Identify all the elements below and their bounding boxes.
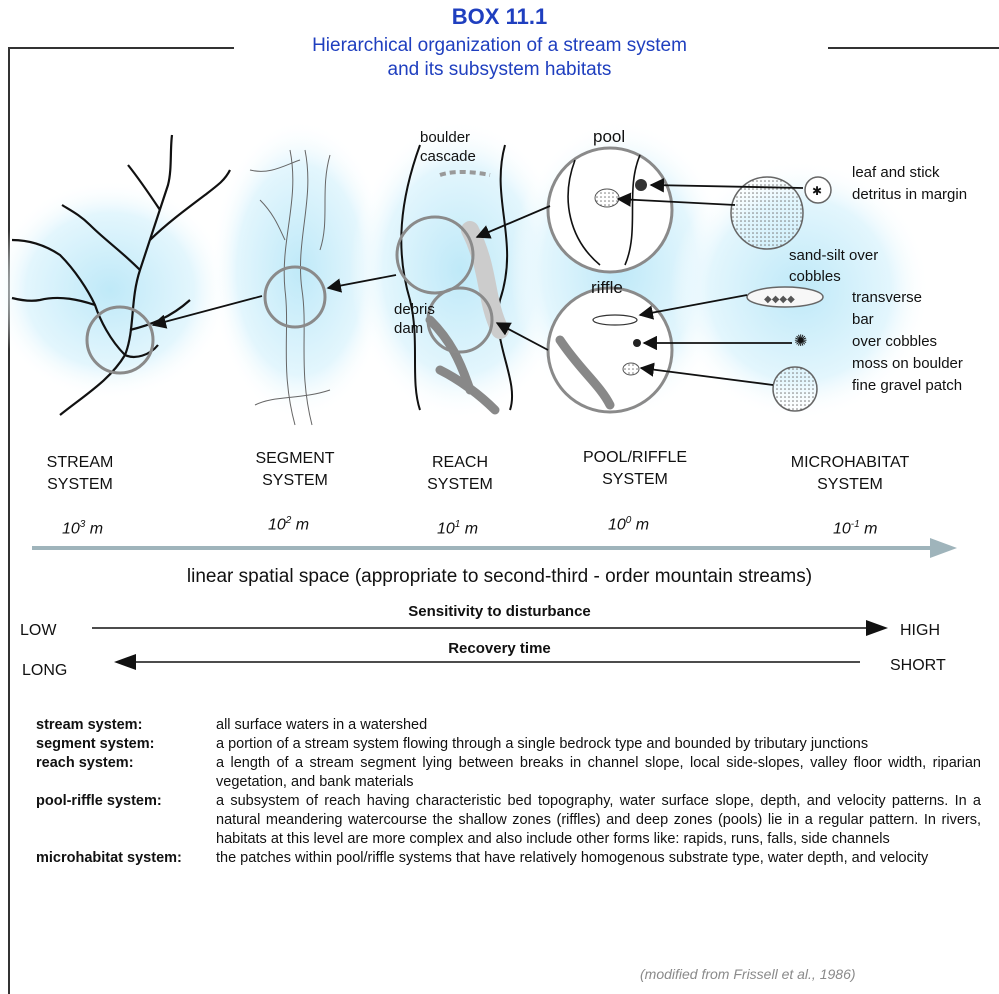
- box-title-line1: Hierarchical organization of a stream sy…: [0, 34, 999, 58]
- label-sand-silt: sand-silt over cobbles: [789, 245, 878, 287]
- definition-stream: stream system: all surface waters in a w…: [36, 716, 981, 735]
- source-citation: (modified from Frissell et al., 1986): [640, 966, 856, 982]
- riffle-moss: [633, 339, 641, 347]
- label-pool: pool: [593, 127, 625, 146]
- label-transverse-bar: transverse bar over cobbles moss on boul…: [852, 287, 963, 397]
- label-leaf-detritus: leaf and stick detritus in margin: [852, 162, 967, 206]
- definition-segment: segment system: a portion of a stream sy…: [36, 735, 981, 754]
- label-boulder-cascade: boulder cascade: [420, 128, 476, 166]
- riffle-gravel: [623, 363, 639, 375]
- micro-gravel-icon: [773, 367, 817, 411]
- svg-text:◆◆◆◆: ◆◆◆◆: [764, 294, 795, 305]
- recovery-arrow: [0, 650, 999, 674]
- box-title-line2: and its subsystem habitats: [0, 58, 999, 82]
- pool-leaf-patch: [635, 179, 647, 191]
- axis-caption: linear spatial space (appropriate to sec…: [0, 566, 999, 588]
- sensitivity-arrow: [0, 616, 999, 640]
- stream-glow: [0, 180, 230, 400]
- scale-poolriffle: 100 m: [608, 515, 649, 534]
- frame-top-right: [828, 47, 999, 49]
- box-title: Hierarchical organization of a stream sy…: [0, 34, 999, 82]
- frame-top-left: [8, 47, 234, 49]
- pool-patch: [595, 189, 619, 207]
- label-debris-dam: debris dam: [394, 300, 435, 338]
- micro-moss-icon: ✺: [794, 333, 807, 350]
- definition-reach: reach system: a length of a stream segme…: [36, 754, 981, 792]
- pool-circle: [548, 148, 672, 272]
- svg-text:✱: ✱: [812, 184, 822, 198]
- box-number: BOX 11.1: [0, 4, 999, 30]
- spatial-scale-arrow: [0, 535, 999, 565]
- definition-microhabitat: microhabitat system: the patches within …: [36, 849, 981, 868]
- label-riffle: riffle: [591, 278, 623, 297]
- scale-segment: 102 m: [268, 515, 309, 534]
- definitions-list: stream system: all surface waters in a w…: [36, 716, 981, 868]
- definition-pool-riffle: pool-riffle system: a subsystem of reach…: [36, 792, 981, 849]
